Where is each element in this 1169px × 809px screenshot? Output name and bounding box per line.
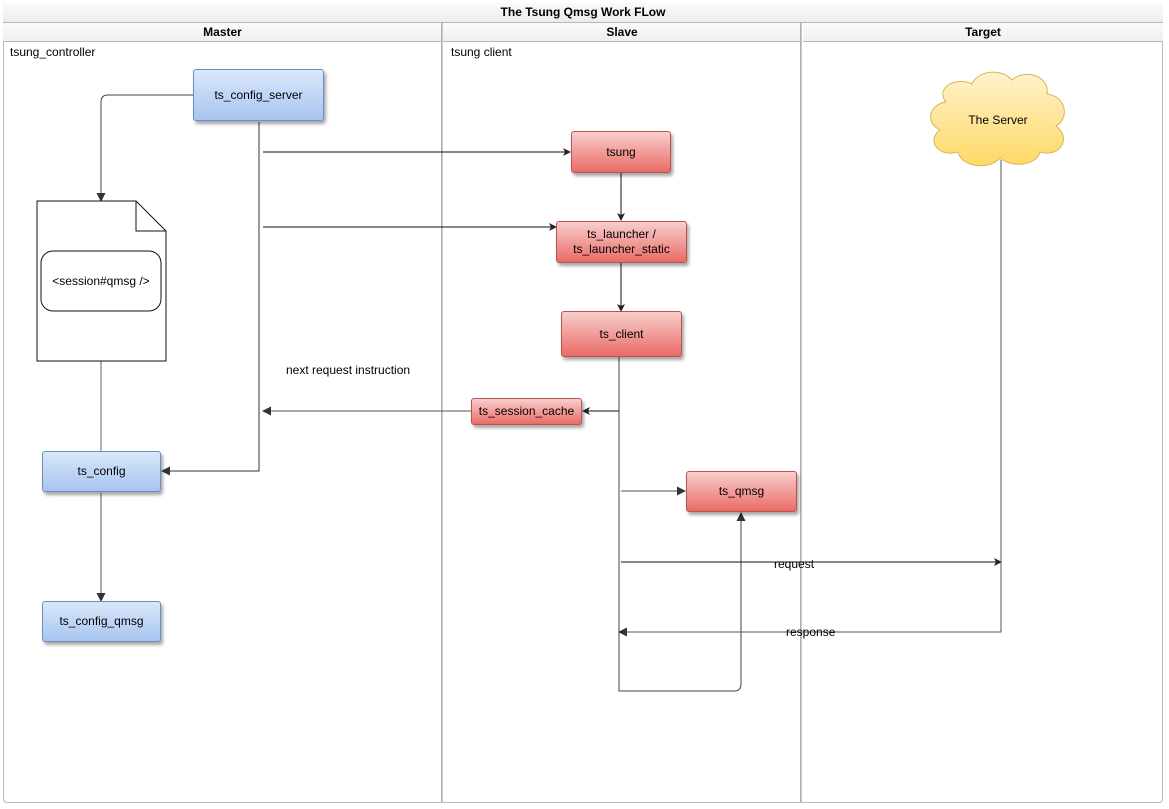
session-file-label: <session#qmsg />	[52, 273, 150, 288]
ts-config-server-label: ts_config_server	[214, 87, 303, 102]
lane-header-slave: Slave	[443, 23, 801, 42]
lane-header-master: Master	[3, 23, 442, 42]
session-file-node: <session#qmsg />	[42, 252, 160, 310]
lane-header-target: Target	[803, 23, 1163, 42]
edge-client-lifeline	[618, 357, 746, 692]
session-rounded-box	[40, 250, 162, 312]
ts-session-cache-label: ts_session_cache	[478, 404, 575, 418]
ts-config-server-node: ts_config_server	[193, 69, 324, 121]
edge-response	[618, 160, 1002, 637]
server-node: The Server	[950, 105, 1046, 135]
edge-label-request: request	[774, 557, 815, 571]
ts-launcher-node: ts_launcher / ts_launcher_static	[556, 221, 687, 263]
ts-session-cache-node: ts_session_cache	[471, 398, 582, 425]
ts-config-qmsg-node: ts_config_qmsg	[42, 601, 161, 642]
lane-subtitle-slave: tsung client	[451, 45, 512, 59]
lane-subtitle-master: tsung_controller	[10, 45, 96, 59]
ts-config-node: ts_config	[42, 451, 161, 492]
server-cloud-shape	[930, 71, 1065, 167]
edge-config-server-to-config	[161, 122, 260, 476]
edge-label-next-request: next request instruction	[285, 363, 412, 377]
ts-client-node: ts_client	[561, 311, 682, 357]
lane-divider-master-slave	[441, 23, 443, 803]
tsung-node: tsung	[571, 131, 671, 173]
ts-qmsg-node: ts_qmsg	[686, 471, 797, 512]
ts-qmsg-label: ts_qmsg	[718, 484, 765, 498]
edge-config-server-to-file	[96, 94, 193, 202]
lane-divider-slave-target	[800, 23, 802, 803]
edge-label-response: response	[786, 625, 836, 639]
ts-launcher-label-line1: ts_launcher /	[587, 227, 656, 241]
ts-config-label: ts_config	[77, 464, 126, 478]
tsung-label: tsung	[606, 144, 636, 159]
ts-client-label: ts_client	[599, 326, 644, 341]
diagram-title: The Tsung Qmsg Work FLow	[3, 3, 1163, 23]
ts-config-qmsg-label: ts_config_qmsg	[59, 614, 144, 628]
server-label: The Server	[968, 112, 1028, 127]
ts-launcher-label-line2: ts_launcher_static	[573, 242, 670, 256]
